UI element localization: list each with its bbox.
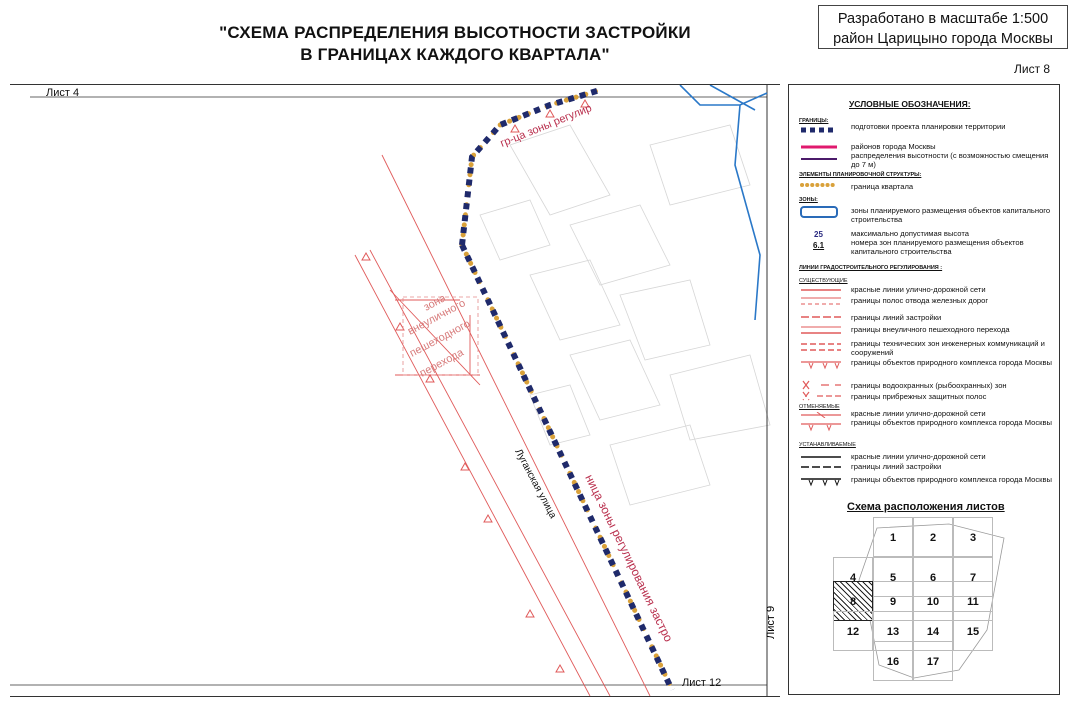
max-height-symbol: 25 [814,230,823,239]
legend-section-lines: ЛИНИИ ГРАДОСТРОИТЕЛЬНОГО РЕГУЛИРОВАНИЯ : [799,265,943,271]
sheet-cell-7[interactable]: 7 [953,557,993,597]
building-footprints [479,124,771,506]
sheet-cell-6[interactable]: 6 [913,557,953,597]
map-canvas[interactable]: гр-ца зоны регулир ница зоны регулирован… [10,85,780,696]
legend-existing-6: границы объектов природного комплекса го… [851,358,1052,367]
quarter-boundary [459,87,673,688]
legend-zones-placement: зоны планируемого размещения объектов ка… [851,206,1051,224]
legend-section-zones: ЗОНЫ: [799,197,818,203]
red-lines [354,154,651,696]
legend-existing-2: границы полос отвода железных дорог [851,296,989,305]
zone-placement-symbol [800,206,838,218]
sheet-cell-5[interactable]: 5 [873,557,913,597]
ped-crossing-symbol [801,326,841,334]
legend-existing-5: границы технических зон инженерных комму… [851,339,1045,357]
set-building-line-symbol [801,466,841,468]
district-text: район Царицыно города Москвы [833,31,1053,47]
sheet-cell-17[interactable]: 17 [913,641,953,681]
sheet-cell-14[interactable]: 14 [913,611,953,651]
sheet-cell-8-current[interactable]: 8 [833,581,873,621]
sheet-cell-13[interactable]: 13 [873,611,913,651]
height-dist-symbol [801,158,837,160]
blue-boundary [679,85,768,321]
street-name: Луганская улица [512,447,558,521]
building-line-symbol [801,316,841,318]
title-line-2: В ГРАНИЦАХ КАЖДОГО КВАРТАЛА" [300,45,610,64]
legend-title: УСЛОВНЫЕ ОБОЗНАЧЕНИЯ: [849,99,971,109]
legend-set-2: границы линий застройки [851,462,942,471]
pedestrian-zone-outline [402,296,479,376]
planning-boundary [459,87,675,692]
red-triangle-markers [361,98,590,673]
legend-quarter: граница квартала [851,182,914,191]
sheet-cell-2[interactable]: 2 [913,517,953,557]
planning-boundary-symbol [801,127,837,133]
legend-height-distribution: распределения высотности (с возможностью… [851,151,1049,169]
legend-existing-7: границы водоохранных (рыбоохранных) зон [851,381,1007,390]
rail-symbol [801,297,841,305]
legend-set-3: границы объектов природного комплекса го… [851,475,1052,484]
legend-sub-set: УСТАНАВЛИВАЕМЫЕ [799,442,856,448]
map-title: "СХЕМА РАСПРЕДЕЛЕНИЯ ВЫСОТНОСТИ ЗАСТРОЙК… [200,22,710,66]
cancelled-nature-symbol [801,423,841,432]
legend-existing-4: границы внеуличного пешеходного перехода [851,325,1010,334]
scale-text: Разработано в масштабе 1:500 [837,11,1049,27]
legend-existing-8: границы прибрежных защитных полос [851,392,987,401]
map-area[interactable]: гр-ца зоны регулир ница зоны регулирован… [10,84,780,697]
legend-section-borders: ГРАНИЦЫ: [799,118,829,124]
legend-planning: подготовки проекта планировки территории [851,122,1006,131]
sheet-number: Лист 8 [1014,62,1051,76]
sheet-cell-15[interactable]: 15 [953,611,993,651]
sheet-layout-title: Схема расположения листов [847,501,1005,513]
adjacent-sheet-right[interactable]: Лист 9 [765,606,777,639]
sheet-cell-3[interactable]: 3 [953,517,993,557]
sheet-cell-16[interactable]: 16 [873,641,913,681]
tech-zone-symbol [801,343,841,351]
adjacent-sheet-bottom[interactable]: Лист 12 [682,677,722,689]
adjacent-sheet-top[interactable]: Лист 4 [46,87,80,99]
sheet-cell-12[interactable]: 12 [833,611,873,651]
zone-number-symbol: 6.1 [813,241,825,250]
legend-section-elements: ЭЛЕМЕНТЫ ПЛАНИРОВОЧНОЙ СТРУКТУРЫ: [799,172,922,178]
legend-districts: районов города Москвы [851,142,936,151]
legend-cancelled-2: границы объектов природного комплекса го… [851,418,1052,427]
legend-set-1: красные линии улично-дорожной сети [851,452,986,461]
legend-existing-3: границы линий застройки [851,313,942,322]
legend-existing-1: красные линии улично-дорожной сети [851,285,986,294]
sheet-cell-9[interactable]: 9 [873,581,913,621]
set-red-line-symbol [801,456,841,458]
legend-cancelled-1: красные линии улично-дорожной сети [851,409,986,418]
title-line-1: "СХЕМА РАСПРЕДЕЛЕНИЯ ВЫСОТНОСТИ ЗАСТРОЙК… [219,23,691,42]
district-boundary-symbol [801,145,837,149]
legend-zone-numbers: номера зон планируемого размещения объек… [851,238,1024,256]
legend-sub-existing: СУЩЕСТВУЮЩИЕ [799,278,848,284]
nature-boundary-symbol [801,361,841,370]
legend-max-height: максимально допустимая высота [851,229,969,238]
legend-panel: УСЛОВНЫЕ ОБОЗНАЧЕНИЯ: ГРАНИЦЫ: подготовк… [788,84,1060,695]
red-line-symbol [801,289,841,291]
shore-strip-symbol [802,391,841,401]
sheet-cell-1[interactable]: 1 [873,517,913,557]
zone-label-top: гр-ца зоны регулир [499,102,594,150]
quarter-boundary-symbol [800,183,839,187]
legend-sub-cancelled: ОТМЕНЯЕМЫЕ [799,404,840,410]
scale-stamp: Разработано в масштабе 1:500 район Цариц… [818,5,1068,49]
sheet-cell-10[interactable]: 10 [913,581,953,621]
set-nature-symbol [801,478,841,487]
water-zone-symbol [802,380,841,390]
sheet-cell-11[interactable]: 11 [953,581,993,621]
cancelled-red-line-symbol [801,412,841,418]
zone-label-bottom: ница зоны регулирования застро [582,472,676,644]
